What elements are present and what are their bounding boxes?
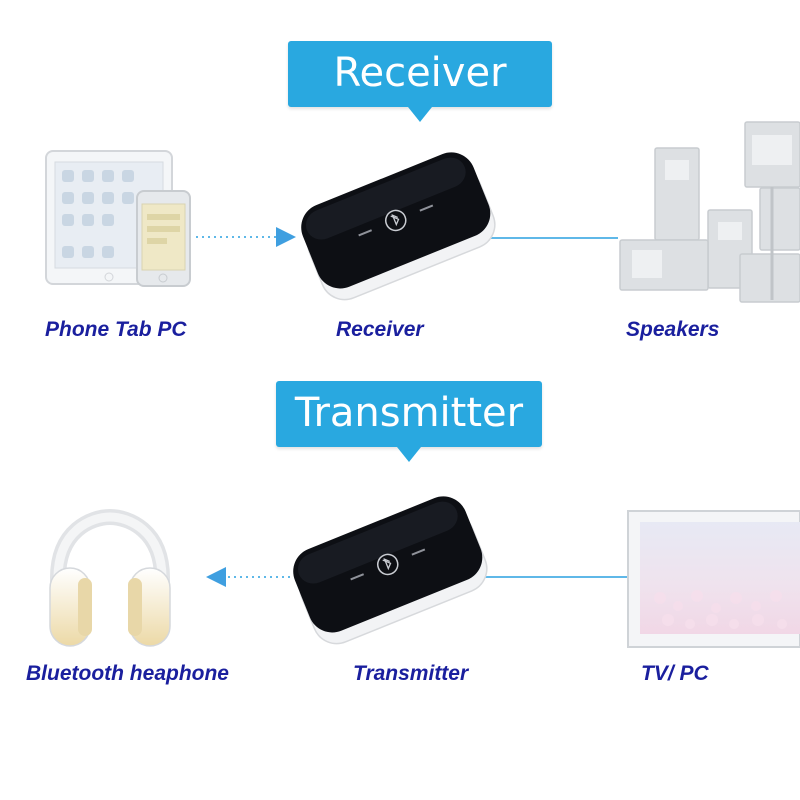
phone-tab-pc-label: Phone Tab PC [45, 318, 187, 341]
receiver-label: Receiver [336, 318, 424, 341]
tv-pc-label: TV/ PC [641, 662, 709, 685]
headphones-icon [49, 508, 171, 647]
tv-monitor-icon [627, 510, 800, 648]
bluetooth-adapter-icon [301, 152, 496, 301]
speakers-label: Speakers [626, 318, 720, 341]
bluetooth-adapter-icon [293, 496, 488, 645]
bluetooth-headphone-label: Bluetooth heaphone [26, 662, 229, 685]
speakers-icon [619, 121, 800, 303]
receiver-callout: Receiver [288, 41, 552, 122]
transmitter-callout: Transmitter [276, 381, 542, 462]
tablet-phone-icon [45, 150, 191, 287]
transmitter-label: Transmitter [353, 662, 469, 685]
